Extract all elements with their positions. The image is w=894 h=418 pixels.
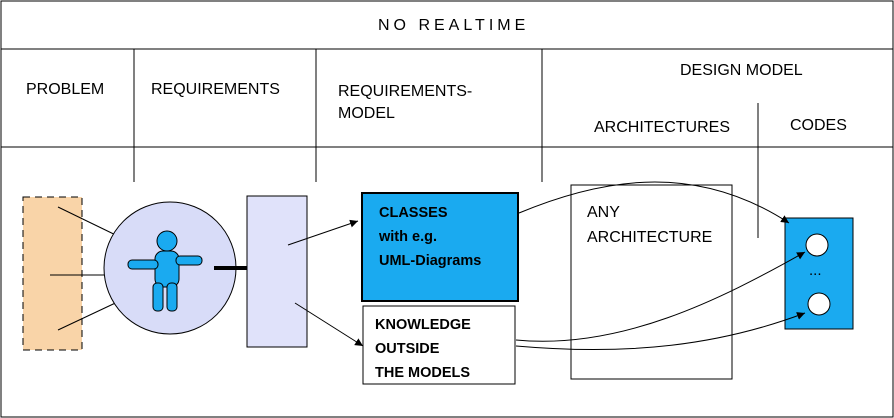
- column-label-problem: PROBLEM: [26, 81, 105, 98]
- classes-box: [361, 192, 519, 302]
- column-label-requirements-model: REQUIREMENTS- MODEL: [338, 83, 473, 122]
- header-title: NO REALTIME: [378, 17, 530, 34]
- classes-box-label: CLASSES with e.g. UML-Diagrams: [379, 205, 482, 269]
- column-label-codes: CODES: [790, 117, 847, 134]
- curve-knowledge-to-code2: [515, 312, 806, 351]
- column-label-requirements: REQUIREMENTS: [151, 81, 280, 98]
- column-label-architectures: ARCHITECTURES: [594, 119, 731, 136]
- architecture-box-label: ANY ARCHITECTURE: [587, 204, 713, 246]
- curve-classes-to-codes: [518, 181, 790, 224]
- knowledge-box: [362, 305, 516, 385]
- code-circle-1: [805, 233, 829, 257]
- problem-box: [22, 196, 83, 351]
- requirements-box: [246, 195, 308, 348]
- person-icon: [127, 230, 203, 312]
- architecture-box: [570, 184, 733, 380]
- column-label-design-model: DESIGN MODEL: [680, 62, 803, 79]
- codes-ellipsis: ...: [809, 262, 822, 279]
- curve-knowledge-to-code1: [515, 251, 806, 342]
- arrow-to-classes: [287, 219, 359, 246]
- arrow-to-knowledge: [294, 302, 364, 347]
- code-circle-2: [807, 292, 831, 316]
- knowledge-box-label: KNOWLEDGE OUTSIDE THE MODELS: [375, 317, 471, 381]
